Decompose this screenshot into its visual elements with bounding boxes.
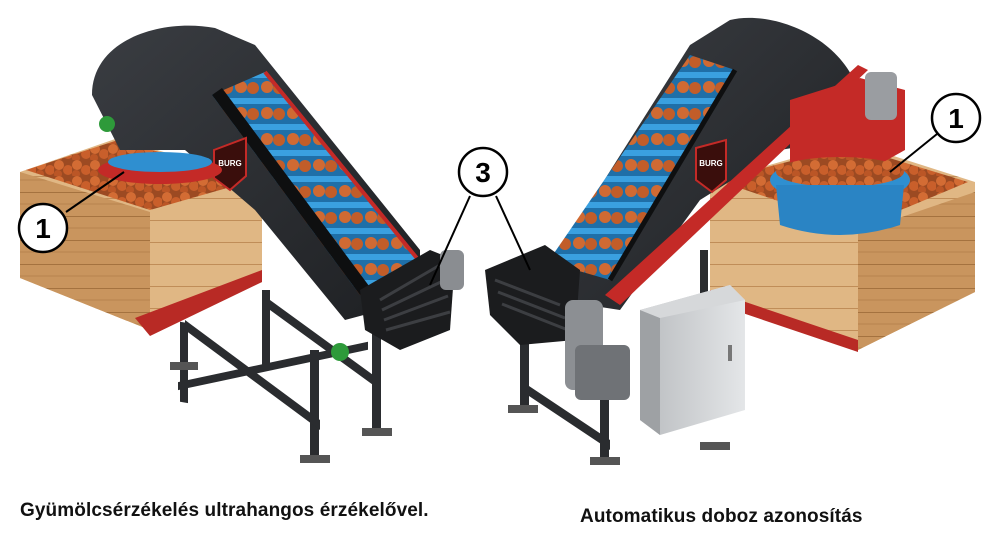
caption-ultrasonic-detection: Gyümölcsérzékelés ultrahangos érzékelőve… [20, 500, 429, 521]
support-frame-left [170, 290, 392, 463]
caption-automatic-box-identification: Automatikus doboz azonosítás [580, 506, 863, 527]
elevator-conveyor-right: BURG [548, 17, 910, 310]
callout-label-left: 1 [35, 213, 51, 244]
machine-logo-right: BURG [699, 159, 723, 168]
left-machine: BURG [20, 25, 464, 463]
callout-brush-unit: 3 [429, 146, 531, 286]
callout-label-right: 1 [948, 103, 964, 134]
callout-left-sensor: 1 [17, 171, 125, 254]
brush-unit-right [485, 245, 630, 400]
callout-label-brush: 3 [475, 157, 491, 188]
brush-unit-left [360, 250, 464, 350]
support-frame-right [508, 250, 730, 465]
right-machine: BURG [485, 17, 975, 465]
callout-right-sensor: 1 [889, 92, 982, 173]
elevator-conveyor-left: BURG [92, 25, 422, 361]
electrical-cabinet [640, 285, 745, 435]
machine-logo-left: BURG [218, 159, 242, 168]
